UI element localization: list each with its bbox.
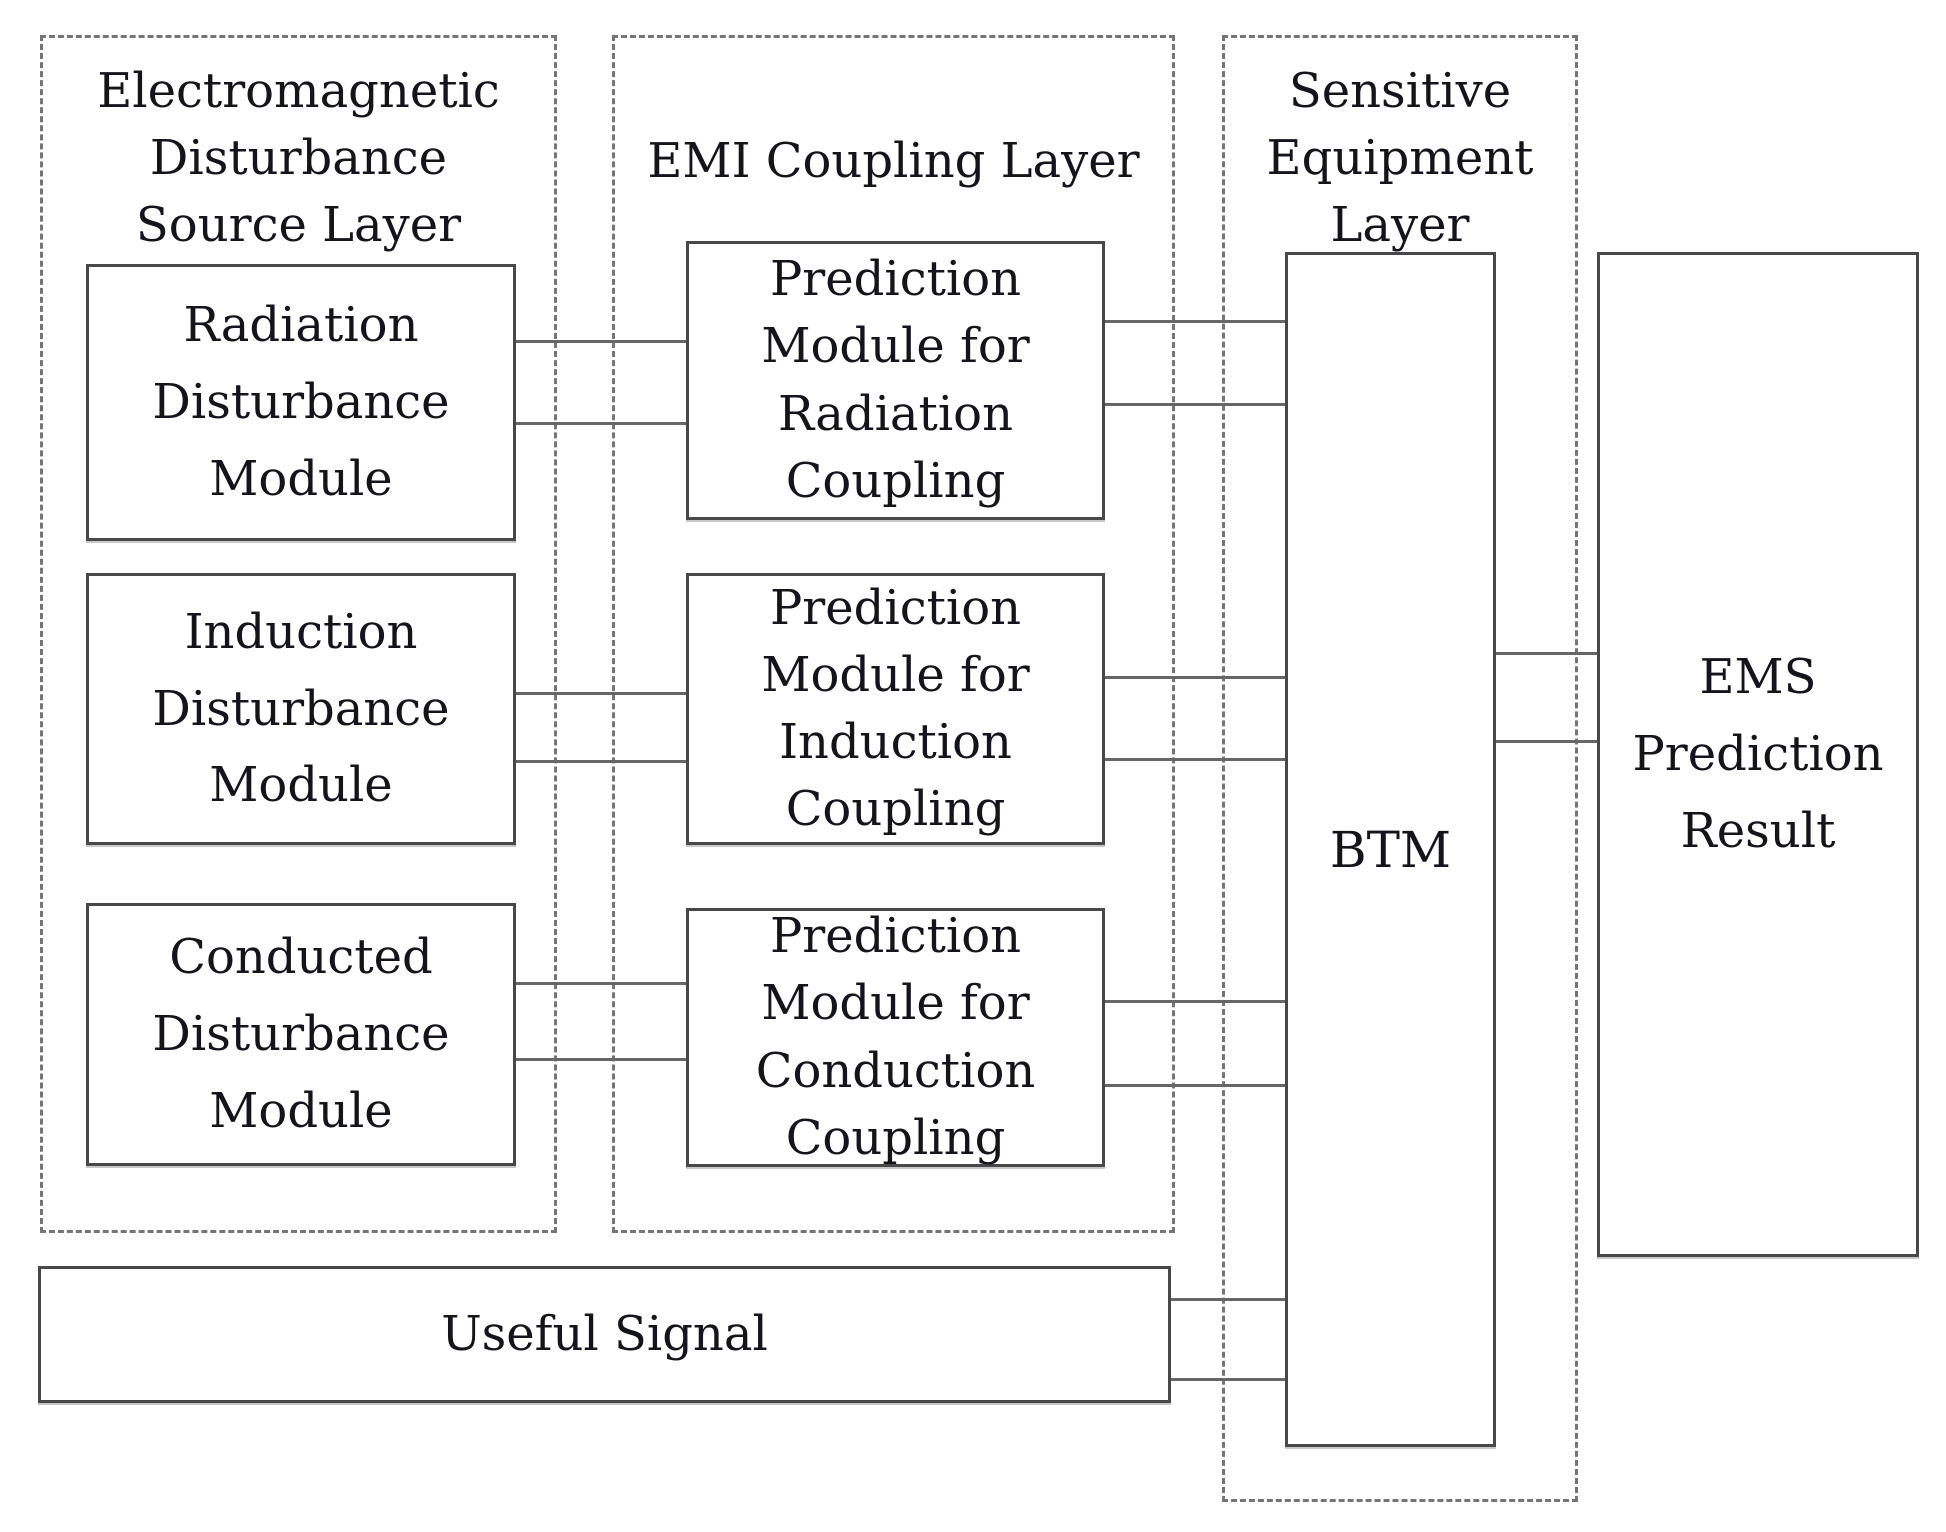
induction-disturbance-module: Induction Disturbance Module bbox=[86, 573, 516, 845]
ems-prediction-result-box: EMS Prediction Result bbox=[1597, 252, 1919, 1257]
connector-line bbox=[1105, 1000, 1285, 1003]
connector-line bbox=[1496, 740, 1597, 743]
radiation-coupling-prediction-module: Prediction Module for Radiation Coupling bbox=[686, 241, 1105, 520]
conduction-coupling-prediction-module: Prediction Module for Conduction Couplin… bbox=[686, 908, 1105, 1167]
sensitive-layer-title: Sensitive Equipment Layer bbox=[1266, 63, 1534, 254]
connector-line bbox=[516, 340, 686, 343]
connector-line bbox=[1105, 320, 1285, 323]
connector-line bbox=[516, 760, 686, 763]
connector-line bbox=[516, 1058, 686, 1061]
btm-box: BTM bbox=[1285, 252, 1496, 1447]
connector-line bbox=[1105, 1084, 1285, 1087]
connector-line bbox=[516, 692, 686, 695]
connector-line bbox=[516, 982, 686, 985]
radiation-disturbance-module: Radiation Disturbance Module bbox=[86, 264, 516, 541]
source-layer-title: Electromagnetic Disturbance Source Layer bbox=[97, 63, 500, 254]
connector-line bbox=[516, 422, 686, 425]
source-layer-container: Electromagnetic Disturbance Source Layer bbox=[40, 35, 557, 1233]
connector-line bbox=[1105, 758, 1285, 761]
induction-coupling-prediction-module: Prediction Module for Induction Coupling bbox=[686, 573, 1105, 845]
sensitive-layer-container: Sensitive Equipment Layer bbox=[1222, 35, 1578, 1502]
connector-line bbox=[1496, 652, 1597, 655]
coupling-layer-container: EMI Coupling Layer bbox=[612, 35, 1175, 1233]
connector-line bbox=[1105, 676, 1285, 679]
connector-line bbox=[1105, 403, 1285, 406]
conducted-disturbance-module: Conducted Disturbance Module bbox=[86, 903, 516, 1166]
connector-line bbox=[1171, 1298, 1285, 1301]
useful-signal-box: Useful Signal bbox=[38, 1266, 1171, 1403]
connector-line bbox=[1171, 1378, 1285, 1381]
coupling-layer-title: EMI Coupling Layer bbox=[647, 133, 1140, 189]
